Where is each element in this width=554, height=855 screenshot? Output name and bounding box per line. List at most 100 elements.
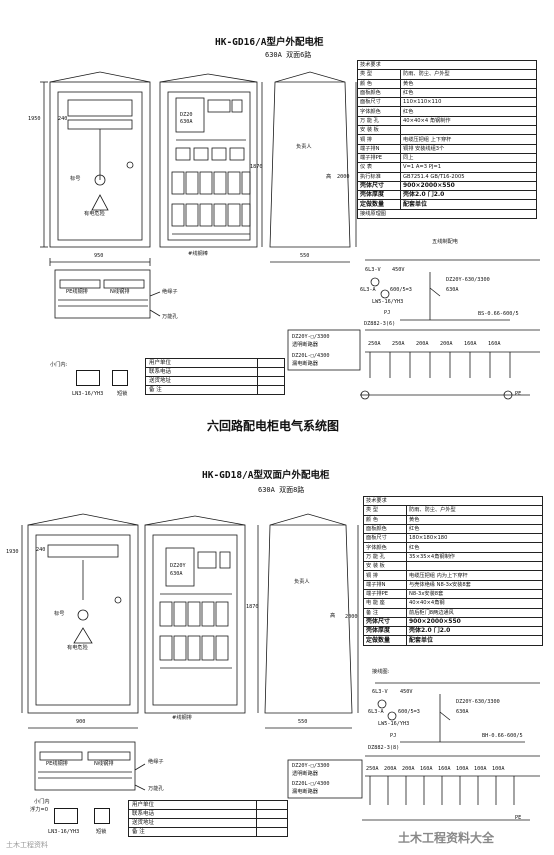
top-circuit-dz: DZ20Y-630/3300 (446, 277, 490, 283)
spec-key: 壳体厚度 (363, 626, 407, 637)
top-label-biaohao: 标号 (70, 176, 81, 182)
spec-value: 35×35×4角钢制作 (406, 551, 543, 563)
bottom-label-door: 小门内 (34, 799, 50, 805)
top-pe: PE (515, 391, 522, 397)
top-label-door: 小门内: (50, 362, 68, 368)
spec-key: 字体颜色 (363, 542, 407, 553)
bottom-title: HK-GD18/A型双面户外配电柜 (202, 470, 330, 481)
top-out-1: 250A (368, 341, 381, 347)
spec-value: 黄色 (406, 514, 543, 525)
top-out-6: 160A (488, 341, 501, 347)
spec-value (406, 561, 543, 572)
bottom-out-2: 200A (384, 766, 397, 772)
bottom-circuit-pj: PJ (390, 733, 397, 739)
bottom-dim-h1: 1930 (6, 549, 19, 555)
bottom-circuit-bus: BH-0.66-600/5 (482, 733, 523, 739)
top-circuit-dz882: DZ882-3(6) (364, 321, 396, 327)
bottom-legend-1b: 透明断路器 (292, 771, 318, 777)
bottom-legend-1: DZ20Y-□/3300 (292, 763, 330, 769)
bottom-door-box-1 (54, 808, 78, 824)
top-label-hole: 万能孔 (162, 314, 178, 320)
bottom-pe: PE (515, 815, 522, 821)
spec-value: 壳体2.0 门2.0 (406, 626, 543, 637)
top-circuit-ratio: 600/5=3 (390, 287, 412, 293)
top-label-handle: 短锁 (117, 391, 128, 397)
bottom-label-cover: 负责人 (294, 579, 310, 585)
top-circuit-v: 6L3-V (365, 267, 381, 273)
top-drawing (40, 71, 540, 400)
top-dim-h2: 240 (58, 116, 68, 122)
spec-key: 万 能 孔 (363, 551, 407, 563)
top-out-2: 250A (392, 341, 405, 347)
bottom-circuit-lw: LW5-16/YH3 (378, 721, 410, 727)
bottom-circuit-ratio: 600/5=3 (398, 709, 420, 715)
top-out-3: 200A (416, 341, 429, 347)
top-spec-footer: 接线原理图 (357, 208, 537, 220)
top-legend-2: DZ20L-□/4300 (292, 353, 330, 359)
top-label-warn: 有电危险 (84, 211, 105, 217)
top-circuit-a: 6L3-A (360, 287, 376, 293)
top-info-table: 用户单位 联系电话 送货地址 备 注 (145, 358, 286, 395)
bottom-dim-wside: 550 (298, 719, 308, 725)
top-label-breaker-2: 630A (180, 119, 193, 125)
top-door-box-2 (112, 370, 128, 386)
spec-key: 端子排PE (363, 588, 407, 600)
spec-key: 颜 色 (363, 514, 407, 525)
spec-value: 前后柜门8两边通风 (406, 607, 543, 618)
spec-value: 防雨、防尘、户外型 (406, 505, 543, 516)
top-legend-1: DZ20Y-□/3300 (292, 334, 330, 340)
bottom-label-pe: PE线钢排 (46, 761, 68, 767)
top-out-5: 160A (464, 341, 477, 347)
info-row-label: 备 注 (127, 827, 258, 837)
top-out-4: 200A (440, 341, 453, 347)
bottom-circuit-630: 630A (456, 709, 469, 715)
top-circuit-caption: 五线制配电 (432, 239, 458, 245)
top-label-insulator: 绝缘子 (162, 289, 178, 295)
bottom-circuit-dz882: DZ882-3(8) (368, 745, 400, 751)
info-row-value (256, 800, 288, 810)
bottom-door-box-2 (94, 808, 110, 824)
bottom-legend-2: DZ20L-□/4300 (292, 781, 330, 787)
top-label-n: N线钢排 (110, 289, 130, 295)
top-label-cover: 负责人 (296, 144, 312, 150)
spec-value: 红色 (406, 523, 543, 535)
bottom-label-warn: 有电危险 (67, 645, 88, 651)
bottom-circuit-caption: 接线图: (372, 669, 390, 675)
top-dim-gao: 高 (326, 174, 332, 180)
bottom-out-5: 160A (438, 766, 451, 772)
top-label-pe: PE线钢排 (66, 289, 88, 295)
bottom-out-6: 100A (456, 766, 469, 772)
spec-value: 红色 (406, 542, 543, 553)
top-circuit-630: 630A (446, 287, 459, 293)
top-dim-h4: 2000 (337, 174, 350, 180)
top-circuit-pj: PJ (384, 310, 391, 316)
bottom-label-breaker-2: 630A (170, 571, 183, 577)
top-dim-wfront: 950 (94, 253, 104, 259)
bottom-label-biaohao: 标号 (54, 611, 65, 617)
info-row-label: 送货地址 (127, 818, 258, 828)
bottom-dim-wfront: 900 (76, 719, 86, 725)
top-circuit-lw: LW5-16/YH3 (372, 299, 404, 305)
bottom-dim-h3: 1870 (246, 604, 259, 610)
info-row-value (256, 827, 288, 837)
bottom-circuit-450: 450V (400, 689, 413, 695)
bottom-subtitle: 630A 双面8路 (258, 486, 305, 494)
top-subtitle: 630A 双面6路 (265, 51, 312, 59)
top-label-breaker-1: DZ20 (180, 112, 193, 118)
top-circuit-450: 450V (392, 267, 405, 273)
watermark-right: 土木工程资料大全 (398, 831, 495, 845)
bottom-dim-gao: 高 (330, 613, 336, 619)
bottom-out-4: 160A (420, 766, 433, 772)
top-door-box-1 (76, 370, 100, 386)
bottom-label-door2: 浮力=0 (30, 807, 49, 813)
spec-key: 面板颜色 (363, 523, 407, 535)
bottom-out-3: 200A (402, 766, 415, 772)
bottom-label-breaker-1: DZ20Y (170, 563, 186, 569)
bottom-info-table: 用户单位 联系电话 送货地址 备 注 (127, 800, 288, 837)
spec-key: 壳体尺寸 (363, 616, 407, 628)
watermark-left: 土木工程资料 (6, 841, 48, 849)
info-row-value (256, 385, 286, 395)
spec-key: 备 注 (363, 607, 407, 618)
